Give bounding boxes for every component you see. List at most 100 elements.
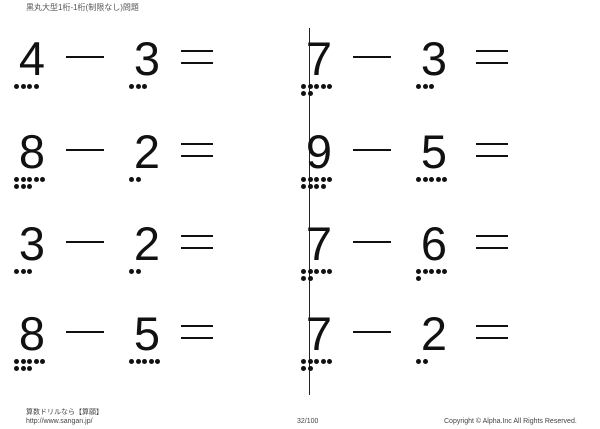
subtrahend: 5 xyxy=(133,307,161,360)
subtrahend: 6 xyxy=(420,217,448,270)
worksheet-title: 黒丸大型1桁-1桁(制限なし)問題 xyxy=(26,3,139,12)
dot xyxy=(20,184,26,189)
equals-sign xyxy=(476,143,508,157)
subtrahend: 5 xyxy=(420,125,448,178)
dot xyxy=(20,269,26,274)
subtrahend: 3 xyxy=(420,32,448,85)
dot xyxy=(307,84,313,89)
dot xyxy=(314,177,319,182)
footer-url[interactable]: http://www.sangan.jp/ xyxy=(26,418,93,425)
counting-dots xyxy=(301,84,337,98)
dot xyxy=(301,359,306,364)
minuend: 8 xyxy=(18,125,46,178)
dot xyxy=(301,84,306,89)
minus-sign xyxy=(353,56,391,58)
dot xyxy=(307,366,313,371)
dot xyxy=(320,359,326,364)
minuend: 7 xyxy=(305,217,333,270)
dot xyxy=(429,84,434,89)
dot xyxy=(327,359,332,364)
counting-dots xyxy=(416,269,452,283)
dot xyxy=(27,84,32,89)
dot xyxy=(14,366,19,371)
minus-sign xyxy=(353,331,391,333)
counting-dots xyxy=(129,269,165,276)
equals-sign xyxy=(181,325,213,339)
dot xyxy=(314,184,319,189)
minus-sign xyxy=(66,331,104,333)
dot xyxy=(314,269,319,274)
dot xyxy=(320,177,326,182)
dot xyxy=(422,84,428,89)
dot xyxy=(301,366,306,371)
minuend: 9 xyxy=(305,125,333,178)
minuend: 8 xyxy=(18,307,46,360)
dot xyxy=(14,359,19,364)
dot xyxy=(135,269,141,274)
dot xyxy=(20,366,26,371)
minuend: 3 xyxy=(18,217,46,270)
dot xyxy=(129,84,134,89)
dot xyxy=(27,366,32,371)
subtrahend: 2 xyxy=(420,307,448,360)
dot xyxy=(14,177,19,182)
dot xyxy=(129,359,134,364)
column-divider xyxy=(309,28,310,395)
dot xyxy=(422,269,428,274)
dot xyxy=(27,269,32,274)
dot xyxy=(307,184,313,189)
dot xyxy=(416,269,421,274)
dot xyxy=(27,177,32,182)
subtrahend: 2 xyxy=(133,217,161,270)
counting-dots xyxy=(416,84,452,91)
dot xyxy=(307,91,313,96)
dot xyxy=(314,359,319,364)
subtrahend: 3 xyxy=(133,32,161,85)
dot xyxy=(301,184,306,189)
dot xyxy=(422,177,428,182)
dot xyxy=(320,184,326,189)
minus-sign xyxy=(66,149,104,151)
dot xyxy=(314,84,319,89)
equals-sign xyxy=(181,50,213,64)
dot xyxy=(14,269,19,274)
dot xyxy=(33,84,39,89)
dot xyxy=(20,177,26,182)
dot xyxy=(301,177,306,182)
dot xyxy=(307,177,313,182)
dot xyxy=(429,177,434,182)
dot xyxy=(429,269,434,274)
counting-dots xyxy=(14,177,50,191)
dot xyxy=(33,359,39,364)
dot xyxy=(129,269,134,274)
counting-dots xyxy=(129,177,165,184)
equals-sign xyxy=(181,143,213,157)
dot xyxy=(129,177,134,182)
dot xyxy=(33,177,39,182)
dot xyxy=(422,359,428,364)
dot xyxy=(320,269,326,274)
counting-dots xyxy=(129,359,165,366)
minuend: 4 xyxy=(18,32,46,85)
counting-dots xyxy=(14,84,50,91)
minus-sign xyxy=(353,149,391,151)
counting-dots xyxy=(416,359,452,366)
footer-brand: 算数ドリルなら【算願】 xyxy=(26,409,103,416)
minus-sign xyxy=(66,241,104,243)
equals-sign xyxy=(476,235,508,249)
page-number: 32/100 xyxy=(297,418,319,425)
dot xyxy=(307,359,313,364)
counting-dots xyxy=(301,359,337,373)
dot xyxy=(416,84,421,89)
equals-sign xyxy=(476,325,508,339)
dot xyxy=(40,359,45,364)
minuend: 7 xyxy=(305,307,333,360)
dot xyxy=(135,84,141,89)
dot xyxy=(327,84,332,89)
dot xyxy=(14,184,19,189)
dot xyxy=(27,184,32,189)
dot xyxy=(155,359,160,364)
dot xyxy=(301,91,306,96)
